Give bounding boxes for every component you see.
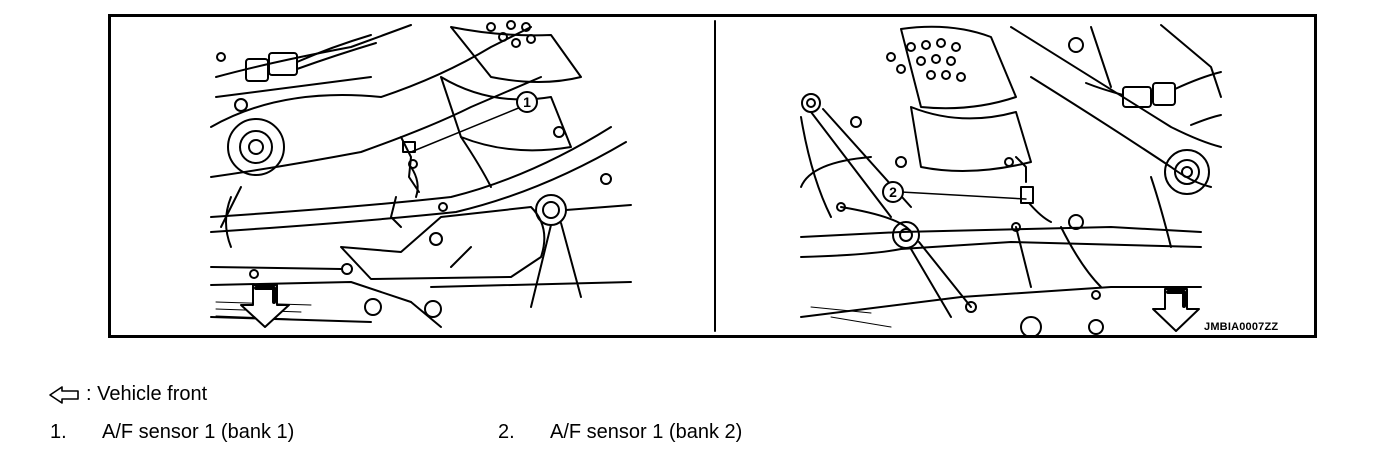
callout-2-circle bbox=[882, 181, 904, 203]
callout-2-number: 2 bbox=[889, 184, 897, 200]
list-item: 2. A/F sensor 1 (bank 2) bbox=[498, 421, 742, 444]
callout-1-circle bbox=[516, 91, 538, 113]
figure-code: JMBIA0007ZZ bbox=[1204, 321, 1279, 333]
vehicle-front-arrow-left bbox=[240, 284, 290, 328]
item-number: 2. bbox=[498, 421, 515, 443]
item-label: A/F sensor 1 (bank 2) bbox=[550, 421, 743, 443]
item-number: 1. bbox=[50, 421, 67, 443]
right-panel-drawing bbox=[800, 24, 1222, 335]
figure-frame: 1 bbox=[108, 14, 1317, 338]
hollow-arrow-left-icon bbox=[49, 385, 79, 404]
left-panel-drawing bbox=[210, 20, 632, 328]
item-label: A/F sensor 1 (bank 1) bbox=[102, 421, 295, 443]
legend-text: : Vehicle front bbox=[86, 383, 208, 405]
engine-underside-illustration: 1 bbox=[210, 20, 1222, 335]
vehicle-front-arrow-right bbox=[1152, 288, 1200, 332]
callout-1-number: 1 bbox=[523, 94, 531, 110]
list-item: 1. A/F sensor 1 (bank 1) bbox=[50, 421, 294, 444]
legend: : Vehicle front bbox=[48, 383, 207, 406]
